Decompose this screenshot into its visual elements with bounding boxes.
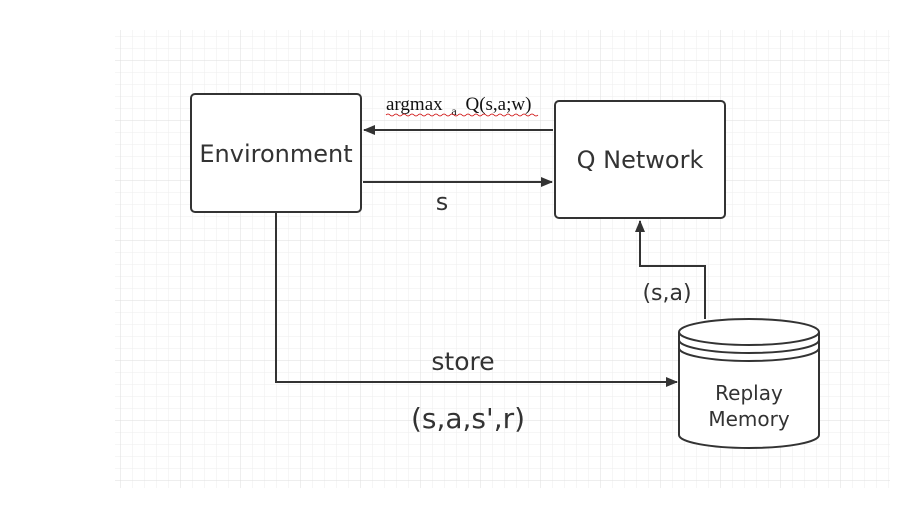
q-network-node[interactable]: Q Network [554, 100, 726, 219]
replay-memory-top [678, 318, 820, 346]
action-label-prefix: argmax [386, 94, 443, 115]
sample-arrow [635, 220, 706, 319]
replay-memory-node[interactable]: Replay Memory [678, 318, 820, 449]
action-label-subscript: a [451, 104, 457, 118]
environment-label: Environment [199, 140, 352, 168]
action-label-expr: Q(s,a;w) [465, 94, 531, 115]
action-label: argmax a Q(s,a;w) [386, 94, 531, 120]
replay-memory-label-line1: Replay [715, 381, 783, 405]
q-network-label: Q Network [577, 146, 704, 174]
environment-node[interactable]: Environment [190, 93, 362, 213]
sample-label: (s,a) [642, 281, 691, 306]
replay-memory-body [678, 332, 820, 449]
state-label: s [436, 188, 449, 216]
replay-memory-ring-1 [678, 339, 820, 354]
q-network-box [554, 100, 726, 219]
store-tuple-label: (s,a,s',r) [411, 402, 525, 435]
store-label: store [431, 347, 494, 376]
store-arrow [275, 213, 678, 387]
action-label-underline [385, 113, 539, 117]
replay-memory-ring-2 [678, 347, 820, 362]
replay-memory-label-line2: Memory [708, 407, 790, 431]
environment-box [190, 93, 362, 213]
